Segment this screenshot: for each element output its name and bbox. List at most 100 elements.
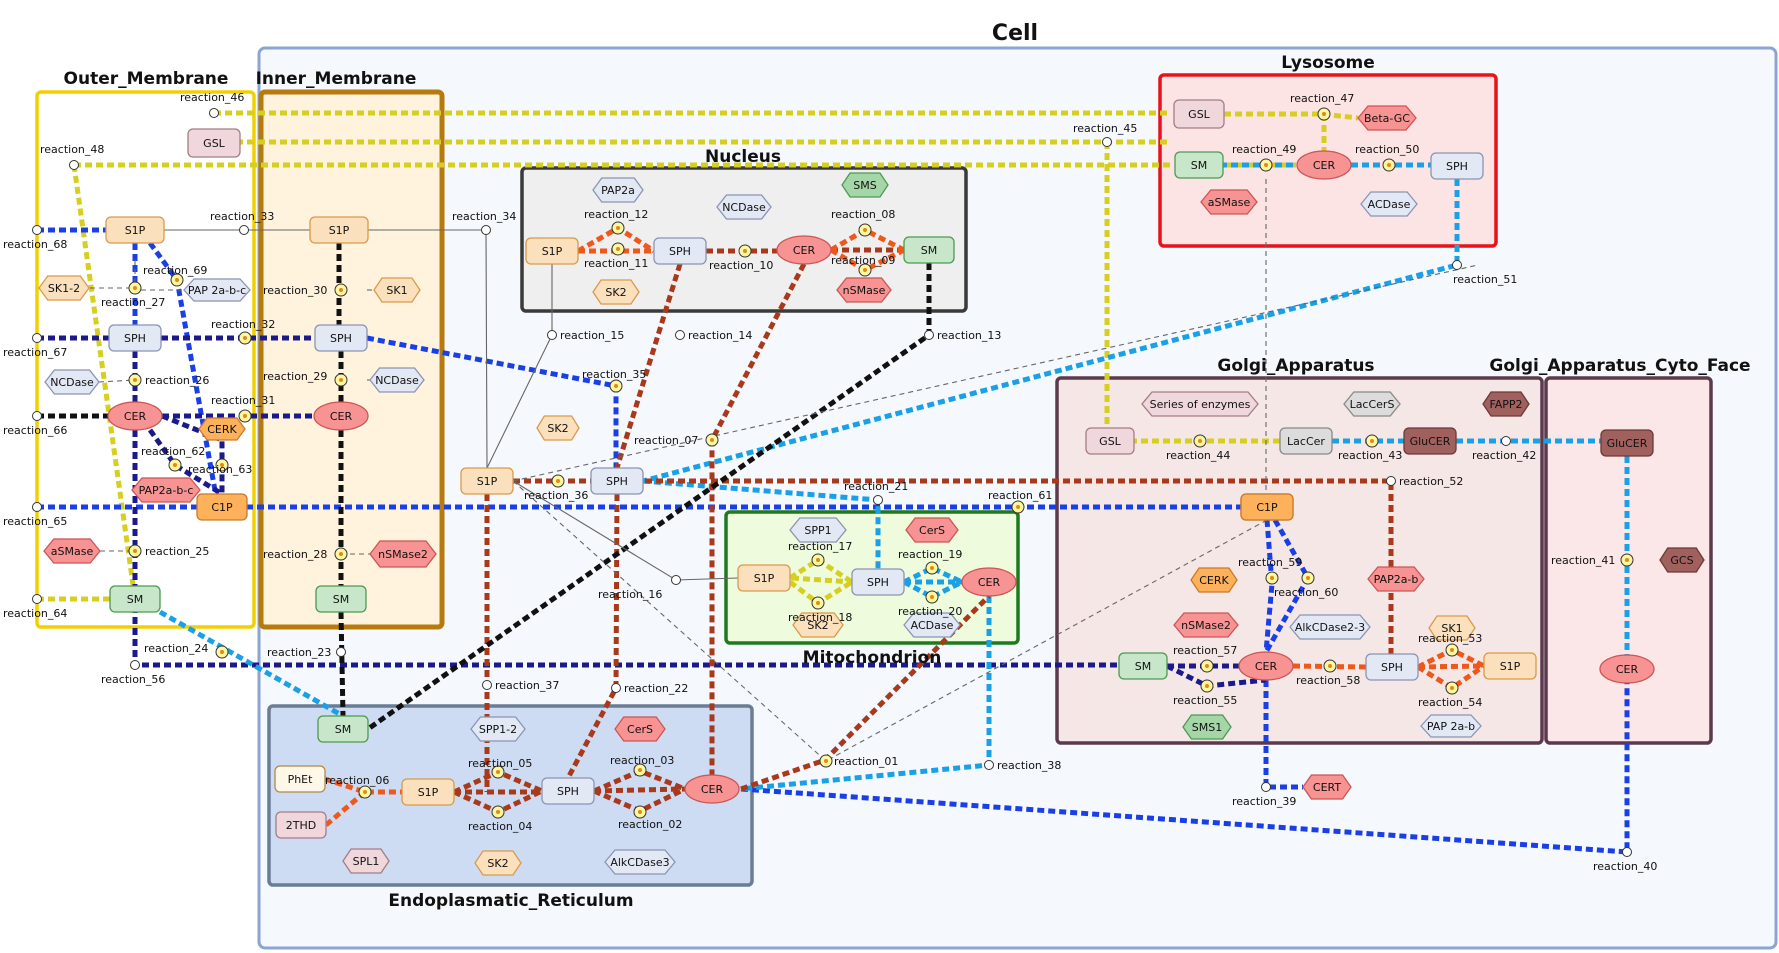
node-gc_gcs[interactable]: GCS — [1659, 547, 1705, 573]
node-om_sk12[interactable]: SK1-2 — [38, 275, 90, 301]
node-ly_gsl[interactable]: GSL — [1173, 99, 1225, 129]
node-go_nsm2[interactable]: nSMase2 — [1173, 612, 1239, 638]
reaction-node[interactable] — [671, 575, 681, 585]
reaction-node[interactable] — [873, 495, 883, 505]
node-om_cerk[interactable]: CERK — [198, 417, 246, 441]
node-im_cer[interactable]: CER — [313, 401, 369, 431]
node-nu_ncd[interactable]: NCDase — [716, 194, 772, 220]
reaction-node[interactable] — [1102, 137, 1112, 147]
node-go_pap2ab[interactable]: PAP2a-b — [1367, 566, 1425, 592]
node-om_s1p[interactable]: S1P — [105, 216, 165, 244]
reaction-node[interactable] — [481, 225, 491, 235]
node-cy_cert[interactable]: CERT — [1302, 774, 1352, 800]
reaction-node[interactable] — [675, 330, 685, 340]
node-er_sk2[interactable]: SK2 — [474, 850, 522, 876]
node-ly_cer[interactable]: CER — [1296, 150, 1352, 180]
node-gc_glu[interactable]: GluCER — [1600, 429, 1654, 457]
reaction-node[interactable] — [1501, 436, 1511, 446]
node-im_s1p[interactable]: S1P — [309, 216, 369, 244]
node-ly_acd[interactable]: ACDase — [1360, 191, 1418, 217]
node-go_lac[interactable]: LacCer — [1279, 427, 1333, 455]
node-er_s1p[interactable]: S1P — [401, 778, 455, 806]
reaction-node[interactable] — [1452, 260, 1462, 270]
reaction-node[interactable] — [336, 647, 346, 657]
reaction-node[interactable] — [1386, 476, 1396, 486]
reaction-node[interactable] — [1622, 847, 1632, 857]
node-mi_cer[interactable]: CER — [961, 567, 1017, 597]
node-er_phet[interactable]: PhEt — [274, 765, 326, 793]
node-gc_cer[interactable]: CER — [1599, 654, 1655, 684]
node-im_nsm2[interactable]: nSMase2 — [369, 540, 437, 568]
reaction-node[interactable] — [69, 160, 79, 170]
node-go_cerk[interactable]: CERK — [1190, 567, 1238, 593]
reaction-node[interactable] — [32, 225, 42, 235]
node-mi_s1p[interactable]: S1P — [737, 564, 791, 592]
node-go_lcs[interactable]: LacCerS — [1343, 391, 1401, 417]
node-om_cer[interactable]: CER — [107, 401, 163, 431]
node-mi_sph[interactable]: SPH — [851, 568, 905, 596]
node-im_sk1[interactable]: SK1 — [373, 277, 421, 303]
node-go_alk23[interactable]: AlkCDase2-3 — [1289, 614, 1371, 640]
reaction-node[interactable] — [482, 680, 492, 690]
node-ly_sm[interactable]: SM — [1174, 151, 1224, 179]
node-er_2thd[interactable]: 2THD — [275, 811, 327, 839]
reaction-node[interactable] — [1261, 782, 1271, 792]
reaction-node[interactable] — [32, 594, 42, 604]
node-er_spl1[interactable]: SPL1 — [342, 848, 390, 874]
node-nu_sk2[interactable]: SK2 — [592, 279, 640, 305]
node-er_sph[interactable]: SPH — [541, 777, 595, 805]
node-mi_spp1[interactable]: SPP1 — [789, 517, 847, 543]
node-ly_asm[interactable]: aSMase — [1200, 189, 1258, 215]
reaction-node[interactable] — [239, 225, 249, 235]
node-mi_sk2[interactable]: SK2 — [792, 612, 844, 638]
reaction-node[interactable] — [130, 660, 140, 670]
node-om_sm[interactable]: SM — [109, 585, 161, 613]
node-cy_gsl[interactable]: GSL — [1085, 427, 1135, 455]
node-go_cer[interactable]: CER — [1238, 651, 1294, 681]
node-om_c1p[interactable]: C1P — [196, 493, 248, 521]
node-er_cers[interactable]: CerS — [614, 716, 666, 742]
node-nu_cer[interactable]: CER — [776, 235, 832, 265]
node-nu_sm[interactable]: SM — [903, 236, 955, 264]
node-cy_sk2[interactable]: SK2 — [536, 415, 580, 441]
node-nu_sms[interactable]: SMS — [841, 172, 889, 198]
node-nu_sph[interactable]: SPH — [653, 237, 707, 265]
node-er_alk3[interactable]: AlkCDase3 — [604, 849, 676, 875]
node-im_sph[interactable]: SPH — [314, 324, 368, 352]
node-nu_pap[interactable]: PAP2a — [592, 177, 644, 203]
node-om_ncd[interactable]: NCDase — [44, 369, 100, 395]
node-om_asm[interactable]: aSMase — [43, 538, 101, 564]
reaction-node[interactable] — [209, 108, 219, 118]
node-cy_c1p_go[interactable]: C1P — [1240, 493, 1294, 521]
node-cy_s1p[interactable]: S1P — [460, 467, 514, 495]
node-om_gsl[interactable]: GSL — [187, 128, 241, 158]
node-nu_nsm[interactable]: nSMase — [836, 277, 892, 303]
node-ly_bgc[interactable]: Beta-GC — [1357, 105, 1417, 131]
node-go_fapp2[interactable]: FAPP2 — [1482, 391, 1530, 417]
node-cy_sph[interactable]: SPH — [590, 467, 644, 495]
reaction-node[interactable] — [924, 330, 934, 340]
node-go_s1p[interactable]: S1P — [1483, 652, 1537, 680]
node-om_pap2abc[interactable]: PAP2a-b-c — [131, 477, 201, 503]
reaction-node[interactable] — [611, 683, 621, 693]
node-go_sms1[interactable]: SMS1 — [1182, 714, 1232, 740]
node-er_sm[interactable]: SM — [317, 715, 369, 743]
reaction-node[interactable] — [32, 333, 42, 343]
node-er_spp12[interactable]: SPP1-2 — [470, 716, 526, 742]
reaction-node[interactable] — [32, 411, 42, 421]
node-go_soe[interactable]: Series of enzymes — [1141, 391, 1259, 417]
node-mi_cers[interactable]: CerS — [905, 517, 959, 543]
node-go_glu[interactable]: GluCER — [1403, 427, 1457, 455]
reaction-node[interactable] — [984, 760, 994, 770]
node-om_sph[interactable]: SPH — [108, 324, 162, 352]
node-mi_acd[interactable]: ACDase — [903, 612, 961, 638]
node-er_cer[interactable]: CER — [684, 774, 740, 804]
node-ly_sph[interactable]: SPH — [1430, 152, 1484, 180]
node-go_pap2ab2[interactable]: PAP 2a-b — [1420, 714, 1482, 738]
node-im_sm[interactable]: SM — [315, 585, 367, 613]
node-nu_s1p[interactable]: S1P — [525, 237, 579, 265]
node-go_sk1[interactable]: SK1 — [1428, 615, 1476, 641]
node-im_ncd[interactable]: NCDase — [369, 367, 425, 393]
reaction-node[interactable] — [547, 330, 557, 340]
node-om_pap[interactable]: PAP 2a-b-c — [183, 278, 251, 302]
